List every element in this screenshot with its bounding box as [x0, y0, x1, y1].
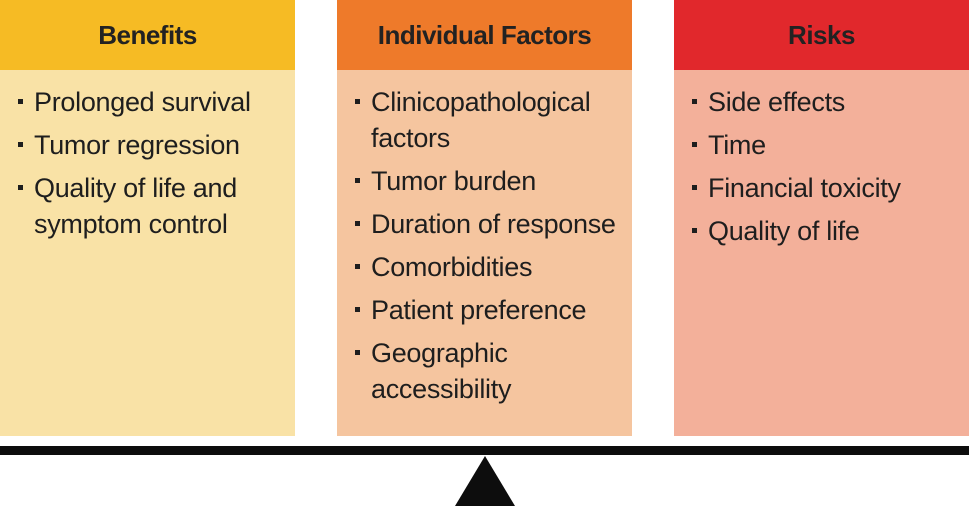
list-item: Tumor burden	[351, 163, 622, 199]
list-item: Time	[688, 127, 959, 163]
list-item: Prolonged survival	[14, 84, 285, 120]
risks-body: Side effects Time Financial toxicity Qua…	[674, 70, 969, 436]
individual-factors-column: Individual Factors Clinicopathological f…	[337, 0, 632, 436]
benefits-column: Benefits Prolonged survival Tumor regres…	[0, 0, 295, 436]
list-item: Tumor regression	[14, 127, 285, 163]
list-item: Clinicopathological factors	[351, 84, 622, 156]
list-item: Financial toxicity	[688, 170, 959, 206]
individual-factors-list: Clinicopathological factors Tumor burden…	[351, 84, 622, 407]
list-item: Quality of life and symptom control	[14, 170, 285, 242]
list-item: Geographic accessibility	[351, 335, 622, 407]
list-item: Side effects	[688, 84, 959, 120]
benefits-header: Benefits	[0, 0, 295, 70]
balance-beam	[0, 446, 969, 455]
individual-factors-header: Individual Factors	[337, 0, 632, 70]
individual-factors-body: Clinicopathological factors Tumor burden…	[337, 70, 632, 436]
benefits-list: Prolonged survival Tumor regression Qual…	[14, 84, 285, 242]
risks-header: Risks	[674, 0, 969, 70]
list-item: Quality of life	[688, 213, 959, 249]
risks-list: Side effects Time Financial toxicity Qua…	[688, 84, 959, 249]
list-item: Comorbidities	[351, 249, 622, 285]
benefits-body: Prolonged survival Tumor regression Qual…	[0, 70, 295, 436]
list-item: Duration of response	[351, 206, 622, 242]
risks-column: Risks Side effects Time Financial toxici…	[674, 0, 969, 436]
list-item: Patient preference	[351, 292, 622, 328]
